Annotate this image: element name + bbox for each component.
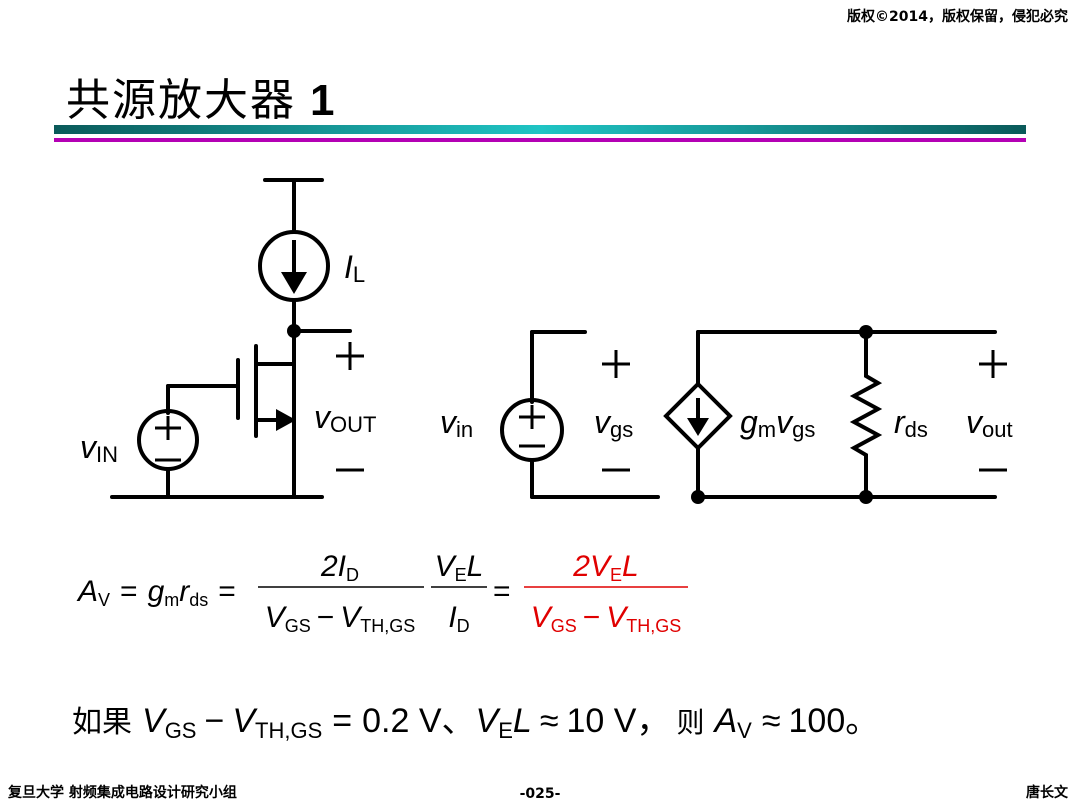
- gain-lhs: AV=gmrds=: [76, 575, 236, 610]
- title-rule-purple: [54, 138, 1026, 142]
- title-rule-teal: [54, 125, 1026, 134]
- title-number: 1: [310, 76, 335, 125]
- gain-equation: AV=gmrds= 2ID VGS−VTH,GS VEL ID = 2VEL V…: [76, 550, 688, 636]
- frac3-numerator: 2VEL: [572, 550, 638, 585]
- cs-circuit: [110, 178, 352, 499]
- vin-label: vin: [440, 404, 473, 442]
- title-chinese: 共源放大器: [66, 75, 296, 126]
- vgs-label: vgs: [594, 404, 633, 442]
- frac1-numerator: 2ID: [320, 550, 359, 585]
- frac1-denominator: VGS−VTH,GS: [265, 601, 416, 636]
- frac3-denominator: VGS−VTH,GS: [531, 601, 682, 636]
- gm-arrow-icon: [687, 418, 709, 436]
- small-signal-glyphs: [519, 325, 1007, 504]
- footer-affiliation: 复旦大学 射频集成电路设计研究小组: [8, 785, 237, 801]
- gm-bottom-dot: [691, 490, 705, 504]
- frac2-denominator: ID: [448, 601, 469, 636]
- gm-vgs-label: gmvgs: [740, 404, 815, 442]
- input-voltage-label: vIN: [80, 429, 118, 467]
- load-current-label: IL: [344, 249, 365, 287]
- footer-page-number: -025-: [519, 786, 561, 802]
- frac-equals: =: [493, 575, 511, 608]
- frac2-numerator: VEL: [435, 550, 484, 585]
- cs-circuit-glyphs: [155, 240, 364, 472]
- down-arrow-icon: [281, 272, 307, 294]
- output-voltage-label: vOUT: [314, 399, 376, 437]
- vout-label: vout: [966, 404, 1013, 442]
- rds-label: rds: [894, 404, 928, 442]
- rds-top-dot: [859, 325, 873, 339]
- footer-author: 唐长文: [1026, 785, 1068, 801]
- rds-resistor: [849, 330, 883, 499]
- copyright-notice: 版权©2014，版权保留，侵犯必究: [847, 9, 1068, 25]
- small-signal-model: [500, 330, 997, 499]
- rds-bottom-dot: [859, 490, 873, 504]
- source-arrow-icon: [276, 409, 296, 431]
- slide-title: 共源放大器 1: [66, 64, 335, 126]
- output-node-dot: [287, 324, 301, 338]
